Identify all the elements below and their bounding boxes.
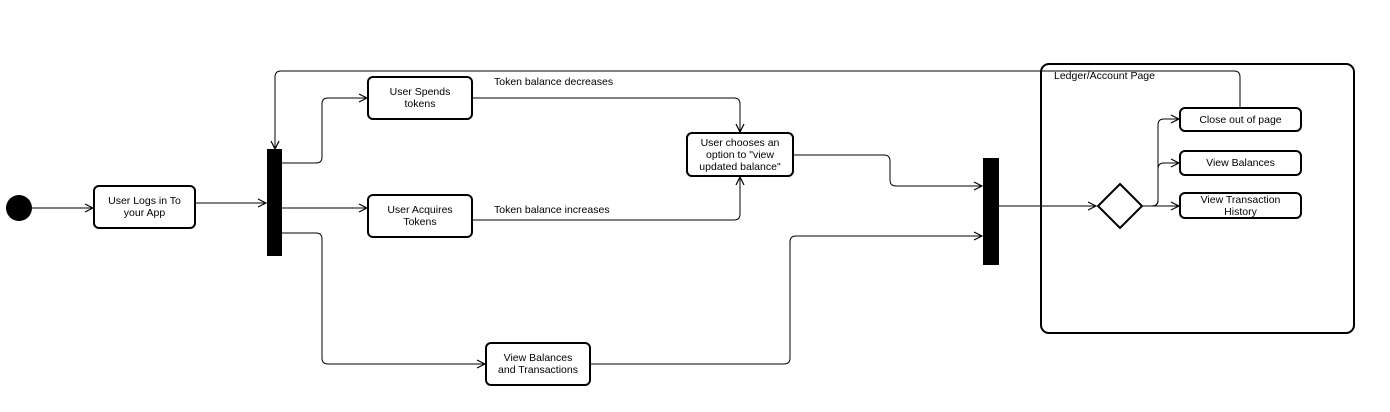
decision-diamond (1096, 182, 1144, 230)
edge-spends-choose (473, 97, 740, 132)
edge-fork-viewbt (282, 232, 485, 364)
node-view-balances-transactions[interactable]: View Balances and Transactions (485, 342, 591, 386)
node-view-transaction-history[interactable]: View Transaction History (1179, 192, 1302, 219)
join-bar (983, 158, 999, 265)
ledger-account-page-container (1040, 63, 1355, 334)
node-user-logs-in[interactable]: User Logs in To your App (93, 185, 196, 229)
fork-bar (267, 149, 282, 256)
node-user-chooses-option[interactable]: User chooses an option to "view updated … (686, 132, 794, 177)
start-node (6, 195, 32, 221)
node-user-spends-tokens[interactable]: User Spends tokens (367, 76, 473, 120)
edge-label-decreases: Token balance decreases (494, 76, 614, 88)
edge-viewbt-join (591, 236, 982, 365)
node-user-acquires-tokens[interactable]: User Acquires Tokens (367, 194, 473, 238)
edge-close-fork (275, 70, 1241, 149)
edge-choose-join (794, 154, 982, 186)
edge-label-increases: Token balance increases (494, 204, 610, 216)
node-close-out-of-page[interactable]: Close out of page (1179, 107, 1302, 132)
node-view-balances[interactable]: View Balances (1179, 150, 1302, 176)
container-label: Ledger/Account Page (1054, 70, 1155, 82)
edge-acquires-choose (473, 177, 740, 221)
edge-fork-spends (282, 98, 367, 164)
